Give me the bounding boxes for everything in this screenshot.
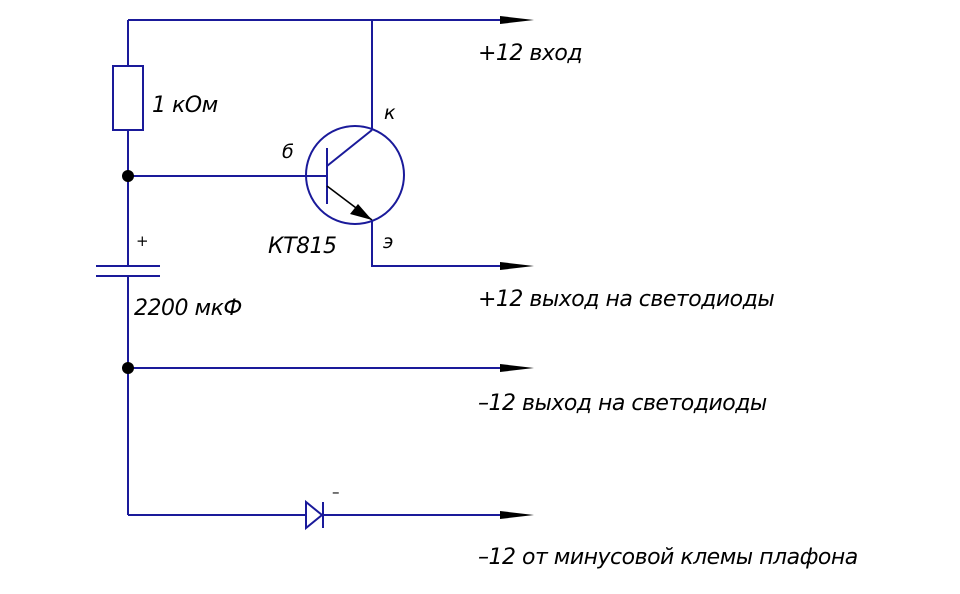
arrow-icon-output-minus [500,364,534,372]
capacitor-polarity-label: + [136,232,149,250]
diode-polarity-label: – [332,483,340,501]
transistor-model-label: КТ815 [268,234,337,259]
emitter-arrow-icon [350,204,372,220]
transistor-collector-lead [326,129,373,167]
input-plus-label: +12 вход [478,41,582,66]
capacitor-value-label: 2200 мкФ [134,296,242,321]
minus-from-lamp-label: –12 от минусовой клемы плафона [478,545,858,570]
resistor-symbol [112,65,144,131]
arrow-icon-input [500,16,534,24]
wire-emitter [371,220,500,267]
transistor-base-pin-label: б [282,141,294,163]
diode-symbol [305,499,324,531]
output-minus-label: –12 выход на светодиоды [478,391,767,416]
transistor-collector-pin-label: к [384,102,396,124]
resistor-value-label: 1 кОм [152,93,218,118]
arrow-icon-output-plus [500,262,534,270]
transistor-emitter-pin-label: э [383,231,393,253]
arrow-icon-lamp-minus [500,511,534,519]
npn-transistor-symbol [305,125,405,225]
junction-dot-base [122,170,134,182]
output-plus-label: +12 выход на светодиоды [478,287,774,312]
junction-dot-minus [122,362,134,374]
